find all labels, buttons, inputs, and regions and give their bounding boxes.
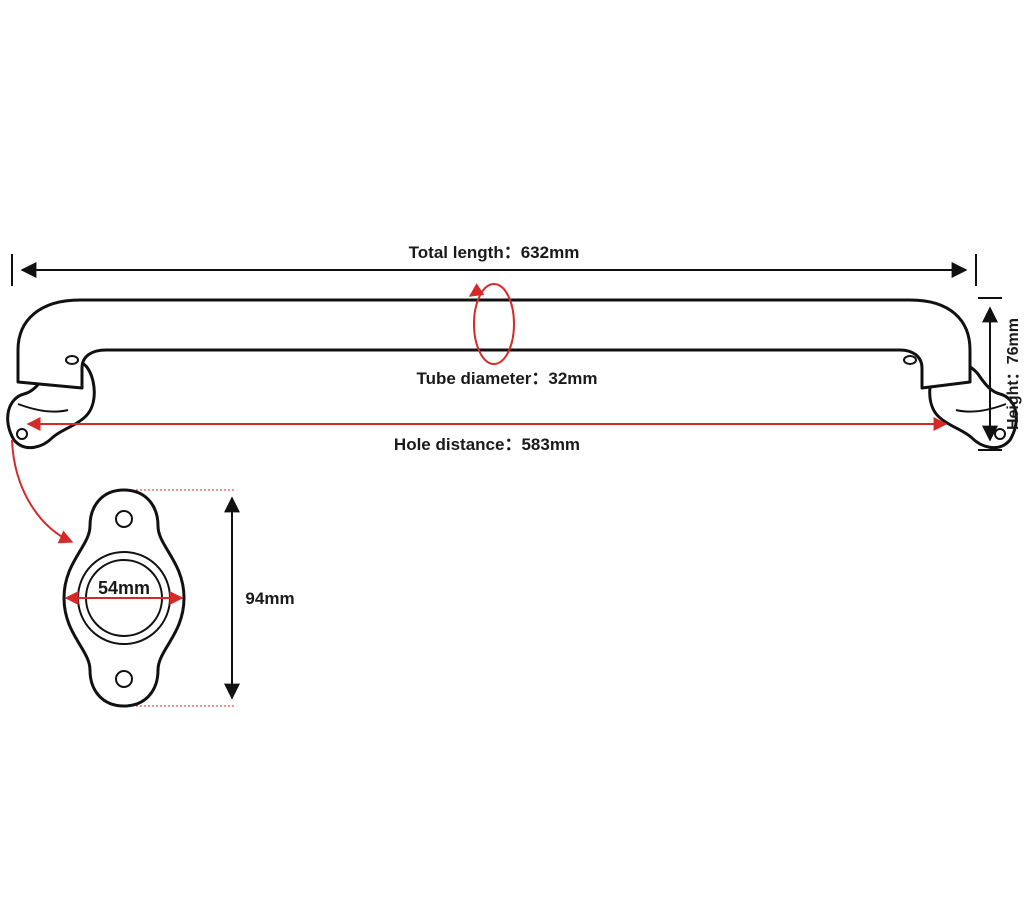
height-label: Height：76mm — [1005, 318, 1022, 430]
detail-callout-arrow — [11, 439, 74, 544]
flange-height-label: 94mm — [245, 589, 294, 608]
total-length-dimension — [11, 254, 977, 286]
flange-inner-diameter-label: 54mm — [98, 578, 150, 598]
tube-diameter-indicator — [468, 283, 515, 365]
grab-bar-tube — [16, 298, 972, 390]
flange-detail — [62, 488, 240, 708]
height-dimension — [978, 297, 1002, 451]
hole-distance-label: Hole distance：583mm — [394, 435, 580, 454]
total-length-label: Total length：632mm — [409, 243, 580, 262]
flange-detail-bottom-hole — [115, 670, 133, 688]
flange-detail-top-hole — [115, 510, 133, 528]
left-flange-hole — [16, 428, 28, 440]
tube-diameter-label: Tube diameter：32mm — [416, 369, 597, 388]
